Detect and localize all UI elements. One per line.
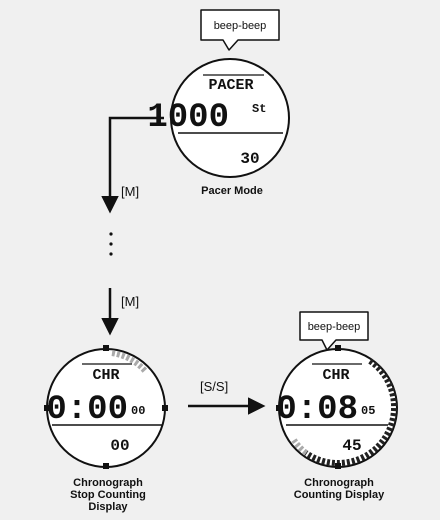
chrono-stopped-watch: CHR 0:00 00 00 [44, 345, 168, 469]
chrono-stopped-caption-line-1: Chronograph [73, 477, 143, 489]
chrono-stopped-hundredths: 00 [131, 404, 145, 418]
pacer-caption: Pacer Mode [201, 185, 263, 197]
chrono-counting-hundredths: 05 [361, 404, 375, 418]
chrono-alarm-text: beep-beep [308, 321, 361, 333]
ellipsis-dot [109, 242, 113, 246]
pacer-watch: PACER 1000 St 30 [147, 58, 290, 178]
chrono-alarm-bubble: beep-beep [299, 311, 369, 351]
chrono-bubble-shape [299, 311, 369, 351]
chrono-counting-mode-label: CHR [322, 367, 349, 384]
index-marker-12 [335, 345, 341, 351]
index-marker-12 [103, 345, 109, 351]
index-marker-9 [276, 405, 282, 411]
index-marker-6 [103, 463, 109, 469]
ellipsis-dot [109, 232, 113, 236]
pacer-bubble-shape [200, 9, 280, 51]
mode-key-label-2: [M] [121, 294, 139, 309]
pacer-alarm-bubble: beep-beep [200, 9, 280, 51]
start-stop-transition: [S/S] [188, 379, 266, 415]
chrono-stopped-time: 0:00 [46, 391, 128, 429]
chrono-counting-segment-tail [291, 438, 308, 456]
chrono-counting-lap: 45 [342, 437, 361, 455]
chrono-stopped-lap: 00 [110, 437, 129, 455]
chrono-stopped-mode-label: CHR [92, 367, 119, 384]
index-marker-3 [162, 405, 168, 411]
pacer-to-mode-arrow [101, 116, 164, 214]
index-marker-6 [335, 463, 341, 469]
index-marker-9 [44, 405, 50, 411]
pacer-alarm-text: beep-beep [214, 20, 267, 32]
ellipsis-dot [109, 252, 113, 256]
chrono-stopped-caption-line-2: Stop Counting [70, 489, 146, 501]
mode-key-label-1: [M] [121, 184, 139, 199]
chrono-stopped-caption-line-3: Display [88, 501, 128, 513]
pacer-sub-value: 30 [240, 150, 259, 168]
chrono-counting-watch: CHR 0:08 05 45 [276, 345, 398, 469]
mode-flow: [M] [M] [101, 116, 164, 336]
chrono-counting-caption-line-2: Counting Display [294, 489, 385, 501]
chrono-counting-time: 0:08 [276, 391, 358, 429]
start-stop-key-label: [S/S] [200, 379, 228, 394]
pacer-mode-label: PACER [208, 77, 253, 94]
chrono-counting-caption-line-1: Chronograph [304, 477, 374, 489]
pacer-unit: St [252, 102, 266, 116]
chrono-counting-segment-ring [304, 358, 398, 466]
pacer-watch-face [170, 58, 290, 178]
chrono-stopped-segment-arc [111, 350, 149, 375]
